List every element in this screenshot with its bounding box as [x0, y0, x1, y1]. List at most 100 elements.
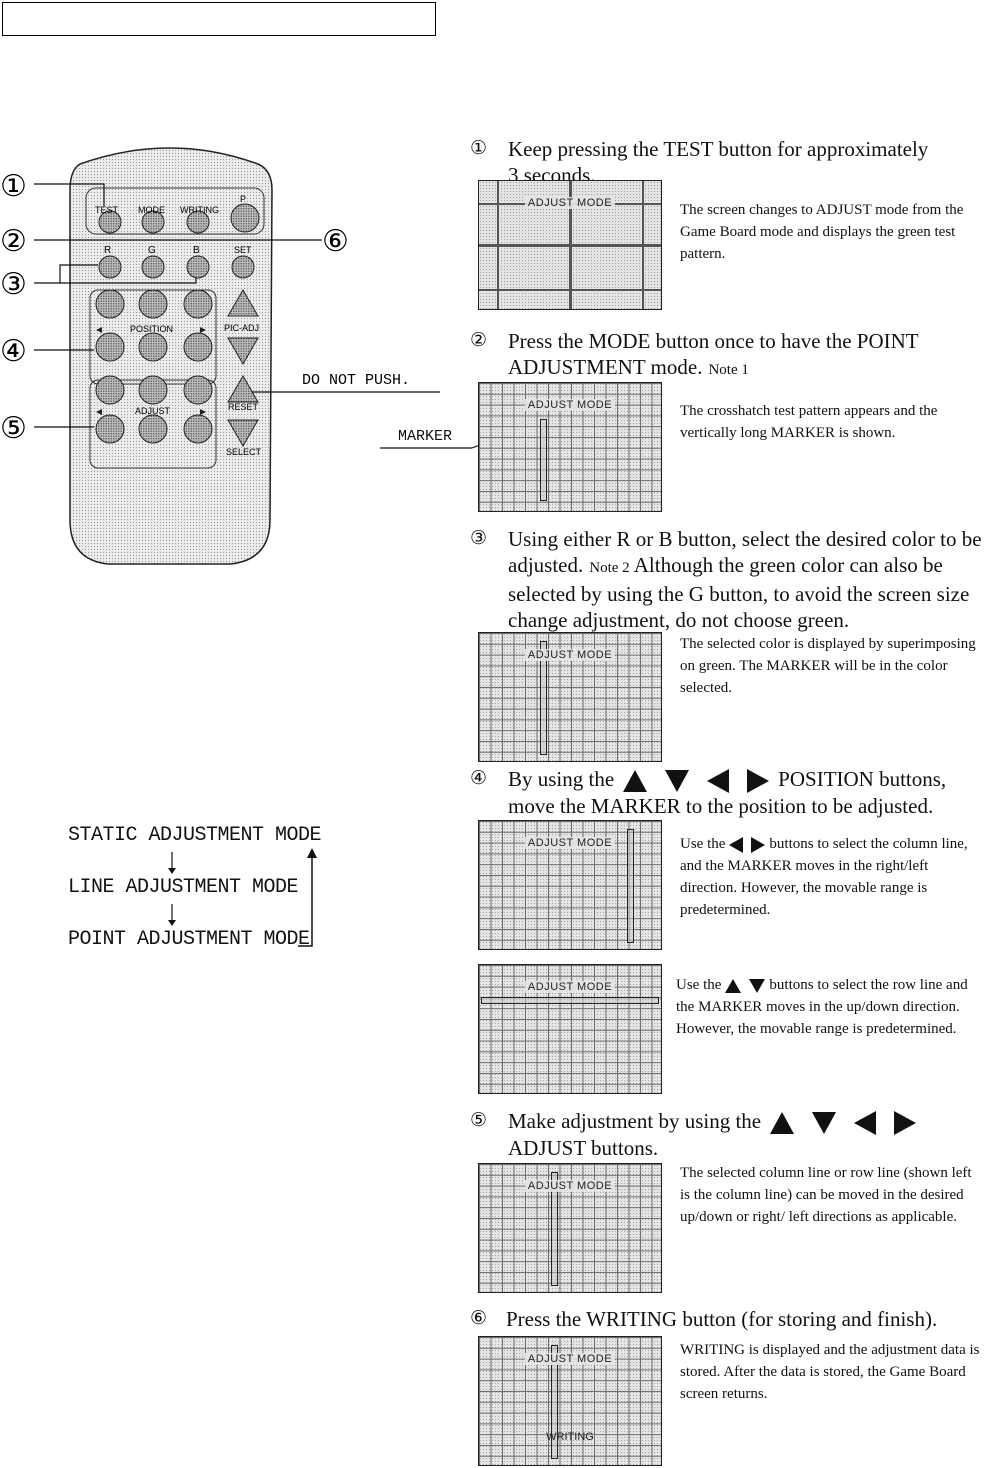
r-button[interactable] — [98, 255, 122, 279]
position-up-button[interactable] — [138, 289, 168, 319]
position-left-button[interactable] — [95, 332, 125, 362]
step-2-note: Note 1 — [708, 362, 749, 378]
adjust-left-button[interactable] — [95, 414, 125, 444]
screen-5: ADJUST MODE — [478, 1163, 662, 1293]
position-blank-1[interactable] — [95, 289, 125, 319]
callout-2: ② — [0, 224, 27, 259]
screen-6-writing: WRITING — [546, 1431, 594, 1443]
adjust-blank-1[interactable] — [95, 375, 125, 405]
screen-4a-marker — [627, 829, 634, 943]
flow-static-mode: STATIC ADJUSTMENT MODE — [68, 824, 322, 847]
left-triangle-icon — [707, 769, 730, 794]
pic-adj-down-icon[interactable] — [227, 337, 259, 366]
adjust-blank-2[interactable] — [183, 375, 213, 405]
description-4b-post: buttons to select the row line and the M… — [676, 977, 968, 1037]
reset-label: RESET — [228, 402, 259, 412]
description-3: The selected color is displayed by super… — [680, 636, 976, 696]
b-label: B — [193, 245, 200, 256]
position-left-arrow-icon — [96, 327, 102, 333]
leader-3b — [60, 278, 197, 284]
up-triangle-small-icon — [725, 978, 742, 993]
screen-4a-label: ADJUST MODE — [524, 837, 616, 849]
description-6: WRITING is displayed and the adjustment … — [680, 1342, 980, 1402]
right-triangle-small-icon — [751, 836, 766, 853]
screen-4b: ADJUST MODE — [478, 964, 662, 1094]
adjust-right-button[interactable] — [183, 414, 213, 444]
leader-1 — [34, 183, 105, 206]
down-triangle-small-icon — [749, 978, 766, 993]
callout-3: ③ — [0, 267, 27, 302]
screen-6: ADJUST MODE WRITING — [478, 1336, 662, 1466]
g-label: G — [148, 245, 156, 256]
callout-6: ⑥ — [322, 224, 349, 259]
screen-2: ADJUST MODE — [478, 382, 662, 512]
test-label: TEST — [95, 205, 119, 215]
right-triangle-icon — [747, 769, 770, 794]
reset-up-icon[interactable] — [227, 374, 259, 403]
select-label: SELECT — [226, 447, 262, 457]
position-down-button[interactable] — [138, 332, 168, 362]
adjust-right-arrow-icon — [200, 409, 206, 415]
screen-6-marker — [551, 1345, 558, 1459]
up-triangle-icon — [623, 770, 648, 793]
screen-3-marker — [540, 641, 547, 755]
down-triangle-icon — [665, 770, 690, 793]
writing-label: WRITING — [180, 205, 219, 215]
position-right-button[interactable] — [183, 332, 213, 362]
screen-1-label: ADJUST MODE — [524, 197, 616, 209]
mode-button[interactable] — [141, 210, 165, 234]
screen-4b-label: ADJUST MODE — [524, 981, 616, 993]
callout-5: ⑤ — [0, 411, 27, 446]
callout-1: ① — [0, 169, 27, 204]
callout-4: ④ — [0, 334, 27, 369]
adjust-down-button[interactable] — [138, 414, 168, 444]
step-6: ⑥ Press the WRITING button (for storing … — [470, 1306, 982, 1332]
adjust-down-triangle-icon — [812, 1112, 837, 1135]
set-button[interactable] — [231, 255, 255, 279]
screen-6-label: ADJUST MODE — [524, 1353, 616, 1365]
leader-3 — [34, 264, 98, 284]
step-6-text: Press the WRITING button (for storing an… — [506, 1307, 938, 1331]
adjust-right-triangle-icon — [894, 1111, 917, 1136]
description-5: The selected column line or row line (sh… — [680, 1165, 972, 1225]
description-4a-post: buttons to select the column line, and t… — [680, 836, 968, 918]
step-2: ② Press the MODE button once to have the… — [470, 328, 982, 383]
step-2-text: Press the MODE button once to have the P… — [508, 329, 919, 379]
position-label: POSITION — [130, 324, 173, 334]
pic-adj-up-icon[interactable] — [227, 288, 259, 317]
p-button[interactable] — [230, 203, 260, 233]
flow-line-mode: LINE ADJUSTMENT MODE — [68, 876, 299, 899]
screen-5-marker — [551, 1172, 558, 1286]
remote-top-frame — [85, 187, 265, 235]
step-3-number: ③ — [470, 528, 488, 549]
adjust-label: ADJUST — [135, 406, 171, 416]
adjust-up-button[interactable] — [138, 375, 168, 405]
adjust-up-triangle-icon — [770, 1112, 795, 1135]
left-triangle-small-icon — [729, 836, 744, 853]
b-button[interactable] — [186, 255, 210, 279]
description-1: The screen changes to ADJUST mode from t… — [680, 202, 964, 262]
do-not-push-label: DO NOT PUSH. — [302, 372, 410, 389]
g-button[interactable] — [141, 255, 165, 279]
set-label: SET — [234, 245, 252, 255]
select-down-icon[interactable] — [227, 419, 259, 448]
test-button[interactable] — [98, 210, 122, 234]
screen-1: ADJUST MODE — [478, 180, 662, 310]
description-4a-pre: Use the — [680, 836, 726, 852]
remote-body — [69, 147, 273, 565]
flow-arrows — [168, 848, 317, 947]
screen-4b-marker — [481, 997, 659, 1004]
step-4-number: ④ — [470, 768, 488, 789]
header-box — [2, 2, 436, 36]
step-6-number: ⑥ — [470, 1308, 488, 1329]
writing-button[interactable] — [186, 210, 210, 234]
adjust-left-arrow-icon — [96, 409, 102, 415]
screen-3: ADJUST MODE — [478, 632, 662, 762]
step-4-text-b: POSITION buttons, move the MARKER to the… — [508, 767, 947, 819]
position-blank-2[interactable] — [183, 289, 213, 319]
description-2: The crosshatch test pattern appears and … — [680, 403, 938, 441]
screen-5-label: ADJUST MODE — [524, 1180, 616, 1192]
remote-control-illustration: TEST MODE WRITING P R G B SET POSITION P… — [0, 147, 440, 565]
